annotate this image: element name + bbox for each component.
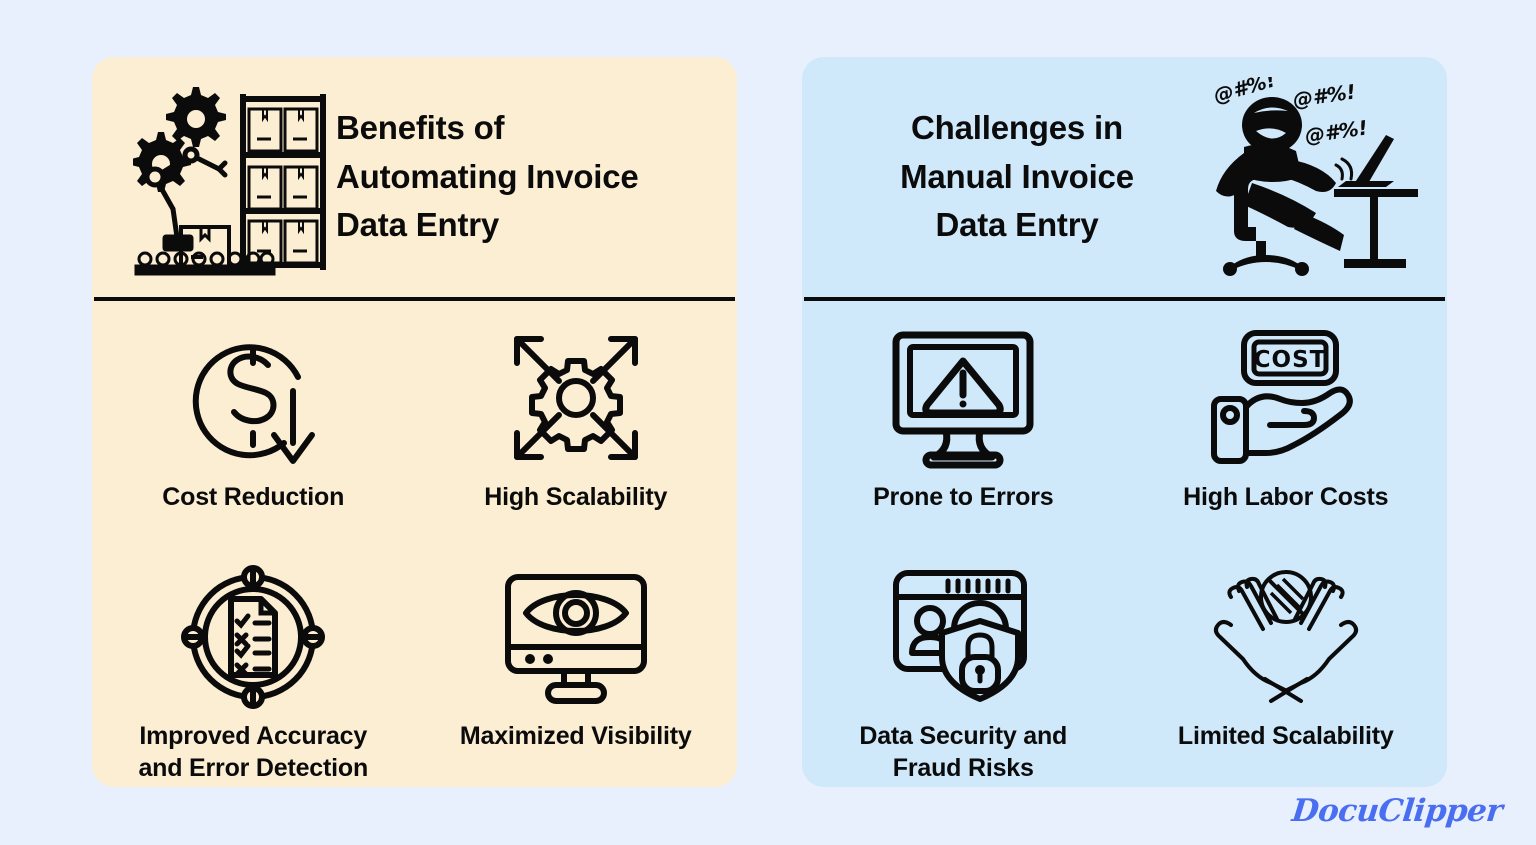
benefit-label: High Scalability [484,483,668,511]
benefit-label: Maximized Visibility [459,722,692,750]
challenge-item-limited-scalability[interactable]: Limited Scalability [1125,548,1448,787]
monitor-warning-triangle-icon [888,323,1038,473]
benefit-item-maximized-visibility[interactable]: Maximized Visibility [415,548,738,787]
browser-user-shield-padlock-icon [888,562,1038,712]
panel-challenges: Challenges in Manual Invoice Data Entry … [802,57,1447,787]
robot-arm-warehouse-automation-icon [126,77,336,277]
panel-benefits-divider [94,297,735,301]
challenge-item-high-labor-costs[interactable]: COST High Labor Costs [1125,309,1448,548]
benefit-item-cost-reduction[interactable]: Cost Reduction [92,309,415,548]
benefit-label: Cost Reduction [162,483,345,511]
panel-benefits: Benefits of Automating Invoice Data Entr… [92,57,737,787]
panel-challenges-title: Challenges in Manual Invoice Data Entry [900,108,1134,244]
benefit-item-improved-accuracy[interactable]: Improved Accuracy and Error Detection [92,548,415,787]
panel-challenges-divider [804,297,1445,301]
curse-text-2: @#%! [1291,79,1357,112]
benefit-item-high-scalability[interactable]: High Scalability [415,309,738,548]
challenge-item-data-security[interactable]: Data Security and Fraud Risks [802,548,1125,787]
panel-challenges-header: Challenges in Manual Invoice Data Entry … [802,57,1447,297]
monitor-eye-icon [500,562,652,712]
curse-text-3: @#%! [1303,115,1369,148]
target-checklist-document-icon [179,562,327,712]
challenge-label: Data Security and Fraud Risks [859,722,1068,782]
challenge-label: High Labor Costs [1183,483,1389,511]
panel-benefits-header: Benefits of Automating Invoice Data Entr… [92,57,737,297]
cost-label-text: COST [1253,347,1326,373]
gear-four-expand-arrows-icon [501,323,651,473]
dollar-coin-down-arrow-icon [180,323,326,473]
benefit-label: Improved Accuracy and Error Detection [138,722,369,782]
brand-logo-docuclipper[interactable]: DocuClipper [1290,793,1504,829]
panel-benefits-title: Benefits of Automating Invoice Data Entr… [336,108,639,244]
panel-benefits-items: Cost Reduction Hig [92,309,737,787]
frustrated-person-at-laptop-icon: @#%! @#%! @#%! [1208,77,1423,277]
hand-holding-cost-label-icon: COST [1208,323,1364,473]
crossed-hands-prohibition-icon [1213,562,1359,712]
panel-challenges-items: Prone to Errors COST High Labor Costs [802,309,1447,787]
challenge-label: Limited Scalability [1177,722,1394,750]
challenge-item-prone-to-errors[interactable]: Prone to Errors [802,309,1125,548]
challenge-label: Prone to Errors [873,483,1054,511]
